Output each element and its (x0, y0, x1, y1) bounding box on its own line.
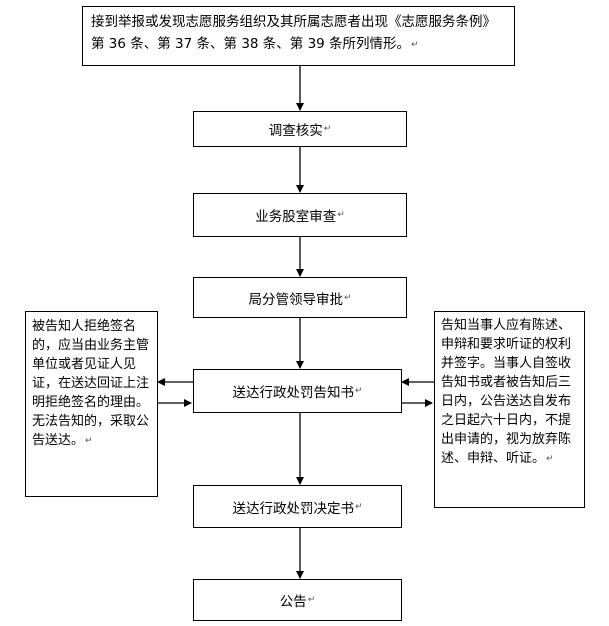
paragraph-mark: ↵ (354, 386, 363, 396)
announce-label: 公告 (279, 594, 307, 610)
review-label: 业务股室审查 (255, 209, 337, 225)
right-note-text: 告知当事人应有陈述、申辩和要求听证的权利并签字。当事人自签收告知书或者被告知后三… (441, 318, 572, 466)
paragraph-mark: ↵ (343, 292, 352, 303)
review-box: 业务股室审查↵ (193, 193, 407, 237)
paragraph-mark: ↵ (323, 124, 332, 134)
paragraph-mark: ↵ (307, 595, 316, 605)
announce-box: 公告↵ (193, 579, 402, 621)
notice-box: 送达行政处罚告知书↵ (193, 369, 402, 413)
paragraph-mark: ↵ (411, 40, 419, 50)
left-note-box: 被告知人拒绝签名的，应当由业务主管单位或者见证人见证，在送达回证上注明拒绝签名的… (25, 311, 158, 497)
decision-box: 送达行政处罚决定书↵ (193, 485, 402, 528)
paragraph-mark: ↵ (337, 210, 345, 220)
paragraph-mark: ↵ (546, 454, 554, 464)
trigger-box: 接到举报或发现志愿服务组织及其所属志愿者出现《志愿服务条例》第 36 条、第 3… (82, 6, 515, 66)
investigate-box: 调查核实↵ (193, 111, 407, 147)
paragraph-mark: ↵ (354, 501, 363, 512)
trigger-text: 接到举报或发现志愿服务组织及其所属志愿者出现《志愿服务条例》第 36 条、第 3… (91, 14, 496, 52)
left-note-text: 被告知人拒绝签名的，应当由业务主管单位或者见证人见证，在送达回证上注明拒绝签名的… (32, 319, 150, 448)
approve-box: 局分管领导审批↵ (193, 277, 407, 318)
paragraph-mark: ↵ (85, 436, 93, 446)
right-note-box: 告知当事人应有陈述、申辩和要求听证的权利并签字。当事人自签收告知书或者被告知后三… (434, 311, 585, 508)
approve-label: 局分管领导审批 (248, 291, 343, 308)
investigate-label: 调查核实 (268, 123, 323, 139)
notice-label: 送达行政处罚告知书 (232, 385, 354, 401)
decision-label: 送达行政处罚决定书 (232, 500, 354, 517)
